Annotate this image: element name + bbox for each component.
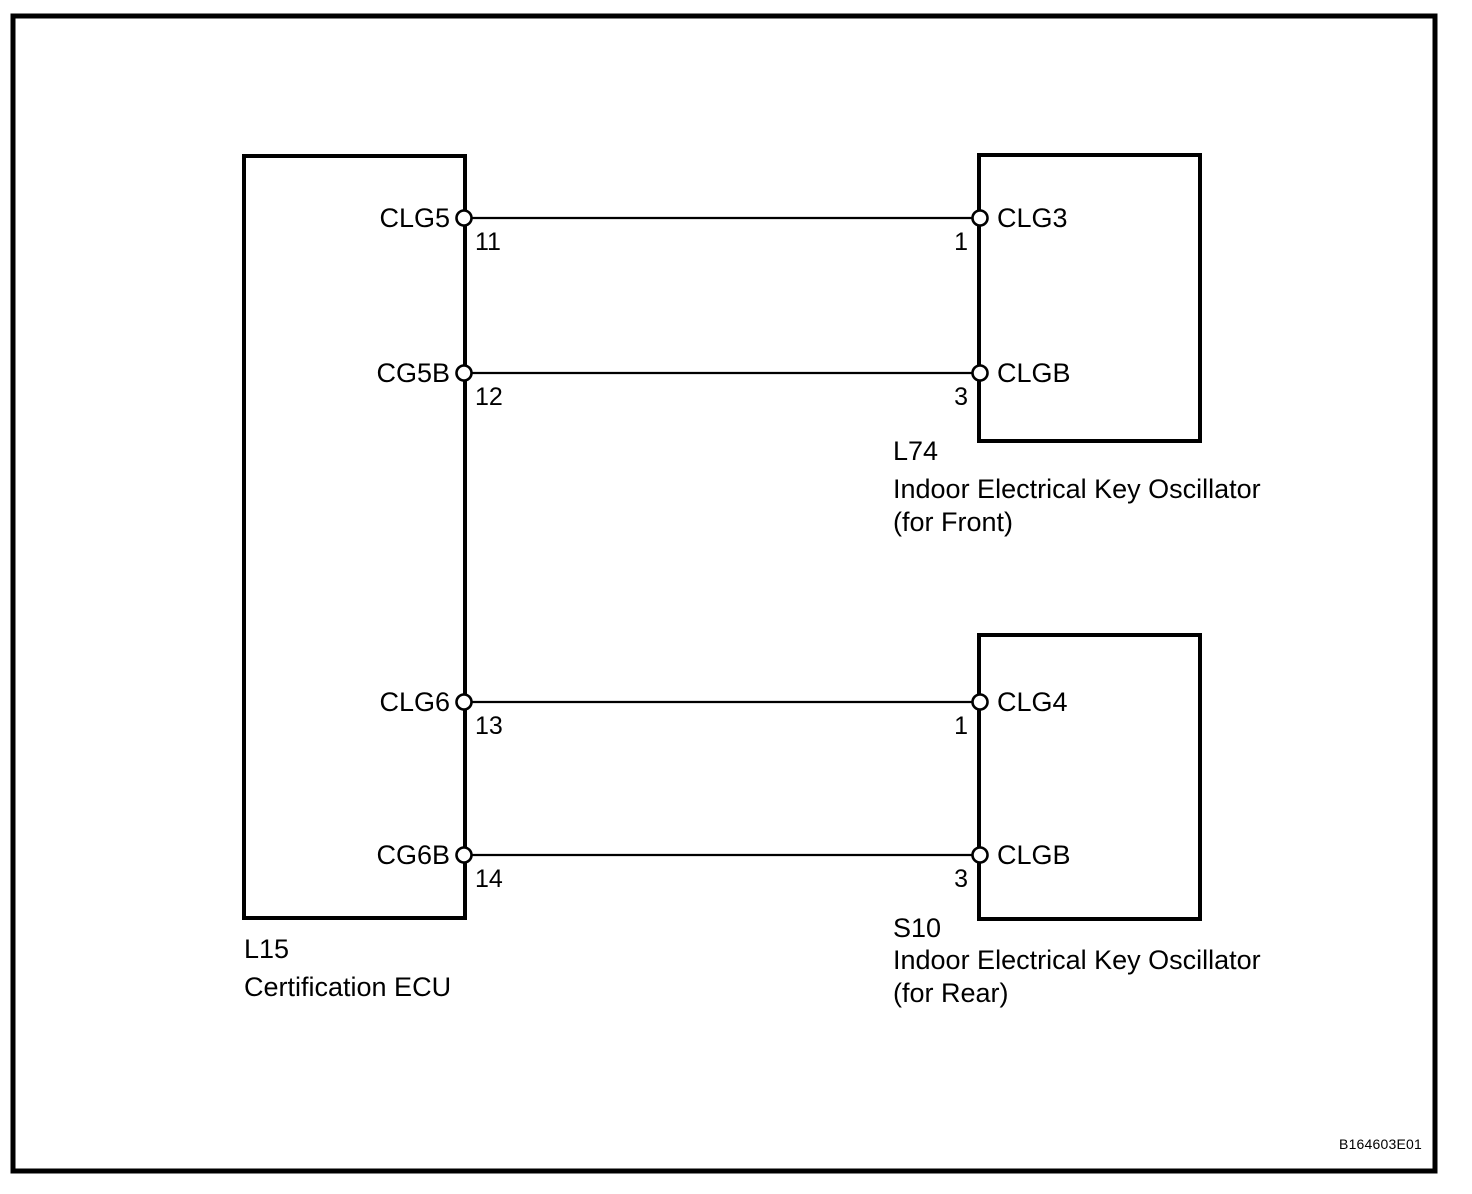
- component-name-l74: Indoor Electrical Key Oscillator: [893, 474, 1261, 504]
- component-qualifier-s10: (for Rear): [893, 978, 1009, 1008]
- component-box-oscillator-rear: [977, 633, 1202, 921]
- pin-number-rear-1: 1: [954, 712, 968, 740]
- signal-label-ecu-cg6b: CG6B: [376, 840, 450, 870]
- pin-number-ecu-11: 11: [475, 228, 501, 256]
- pin-number-ecu-13: 13: [475, 712, 503, 740]
- pin-number-rear-3: 3: [954, 865, 968, 893]
- component-name-l15: Certification ECU: [244, 972, 451, 1002]
- pin-number-ecu-12: 12: [475, 383, 503, 411]
- component-name-s10: Indoor Electrical Key Oscillator: [893, 945, 1261, 975]
- signal-label-ecu-cg5b: CG5B: [376, 358, 450, 388]
- terminal-dot-ecu-pin-11[interactable]: [455, 209, 473, 227]
- terminal-dot-ecu-pin-14[interactable]: [455, 846, 473, 864]
- terminal-dot-rear-pin-3[interactable]: [971, 846, 989, 864]
- terminal-dot-ecu-pin-13[interactable]: [455, 693, 473, 711]
- pin-number-front-1: 1: [954, 228, 968, 256]
- pin-number-front-3: 3: [954, 383, 968, 411]
- page-border: [10, 13, 1438, 1174]
- signal-label-front-clg3: CLG3: [997, 203, 1068, 233]
- figure-reference-code: B164603E01: [1339, 1136, 1422, 1152]
- component-box-oscillator-front: [977, 153, 1202, 443]
- component-box-ecu: [242, 154, 467, 920]
- signal-label-front-clgb: CLGB: [997, 358, 1071, 388]
- component-code-l74: L74: [893, 436, 938, 466]
- signal-label-ecu-clg6: CLG6: [379, 687, 450, 717]
- signal-label-ecu-clg5: CLG5: [379, 203, 450, 233]
- terminal-dot-rear-pin-1[interactable]: [971, 693, 989, 711]
- component-code-s10: S10: [893, 913, 941, 943]
- signal-label-rear-clgb: CLGB: [997, 840, 1071, 870]
- signal-label-rear-clg4: CLG4: [997, 687, 1068, 717]
- terminal-dot-front-pin-1[interactable]: [971, 209, 989, 227]
- terminal-dot-ecu-pin-12[interactable]: [455, 364, 473, 382]
- component-qualifier-l74: (for Front): [893, 507, 1013, 537]
- terminal-dot-front-pin-3[interactable]: [971, 364, 989, 382]
- component-code-l15: L15: [244, 934, 289, 964]
- pin-number-ecu-14: 14: [475, 865, 503, 893]
